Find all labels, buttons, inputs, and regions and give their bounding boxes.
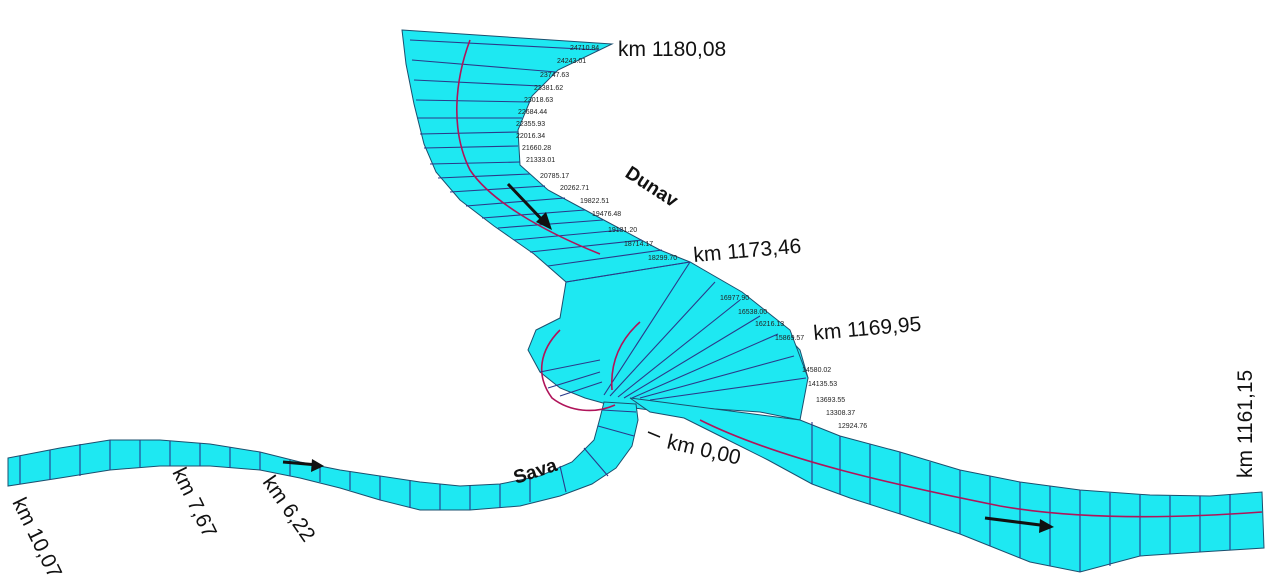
km-label-dunav-1161: km 1161,15 bbox=[1234, 370, 1257, 478]
cross-section-label: 24710.84 bbox=[570, 45, 599, 52]
cross-section-label: 16977.90 bbox=[720, 295, 749, 302]
flow-arrow-sava bbox=[282, 459, 324, 472]
cross-section-label: 20785.17 bbox=[540, 173, 569, 180]
cross-section-labels: 24710.84 24243.01 23747.63 23381.62 2301… bbox=[516, 45, 867, 430]
sava-mesh bbox=[19, 409, 637, 510]
km-pointer-sava-0 bbox=[647, 431, 661, 438]
cross-section-label: 13308.37 bbox=[826, 410, 855, 417]
flow-arrow-dunav-upper bbox=[506, 182, 552, 230]
flow-arrow-dunav-lower bbox=[984, 516, 1054, 533]
km-label-dunav-1173: km 1173,46 bbox=[692, 235, 802, 267]
cross-section-label: 21660.28 bbox=[522, 145, 551, 152]
km-label-sava-7: km 7,67 bbox=[168, 464, 221, 541]
cross-section-label: 16216.13 bbox=[755, 321, 784, 328]
cross-section-label: 22684.44 bbox=[518, 109, 547, 116]
dunav-lower-reach bbox=[629, 397, 1265, 573]
cross-section-label: 12924.76 bbox=[838, 423, 867, 430]
cross-section-label: 14580.02 bbox=[802, 367, 831, 374]
km-label-dunav-1180: km 1180,08 bbox=[618, 38, 726, 61]
cross-section-label: 13693.55 bbox=[816, 397, 845, 404]
cross-section-label: 19131.20 bbox=[608, 227, 637, 234]
cross-section-label: 19476.48 bbox=[592, 211, 621, 218]
dunav-upper-mesh bbox=[409, 39, 691, 283]
cross-section-label: 24243.01 bbox=[557, 58, 586, 65]
cross-section-label: 19822.51 bbox=[580, 198, 609, 205]
cross-section-label: 20262.71 bbox=[560, 185, 589, 192]
km-label-sava-6: km 6,22 bbox=[258, 472, 320, 546]
km-label-dunav-1169: km 1169,95 bbox=[812, 313, 922, 345]
cross-section-label: 16538.00 bbox=[738, 309, 767, 316]
confluence-mesh bbox=[539, 261, 807, 412]
dunav-lower-mesh bbox=[699, 419, 1263, 572]
river-label-dunav: Dunav bbox=[621, 163, 681, 212]
cross-section-label: 22355.93 bbox=[516, 121, 545, 128]
cross-section-label: 23747.63 bbox=[540, 72, 569, 79]
cross-section-label: 21333.01 bbox=[526, 157, 555, 164]
cross-section-label: 18714.17 bbox=[624, 241, 653, 248]
cross-section-label: 15869.57 bbox=[775, 335, 804, 342]
cross-section-label: 23381.62 bbox=[534, 85, 563, 92]
cross-section-label: 22016.34 bbox=[516, 133, 545, 140]
km-label-sava-10: km 10,07 bbox=[8, 494, 67, 582]
cross-section-label: 18299.70 bbox=[648, 255, 677, 262]
cross-section-label: 14135.53 bbox=[808, 381, 837, 388]
sava-river bbox=[7, 401, 639, 511]
cross-section-label: 23018.63 bbox=[524, 97, 553, 104]
confluence-area bbox=[527, 261, 809, 421]
